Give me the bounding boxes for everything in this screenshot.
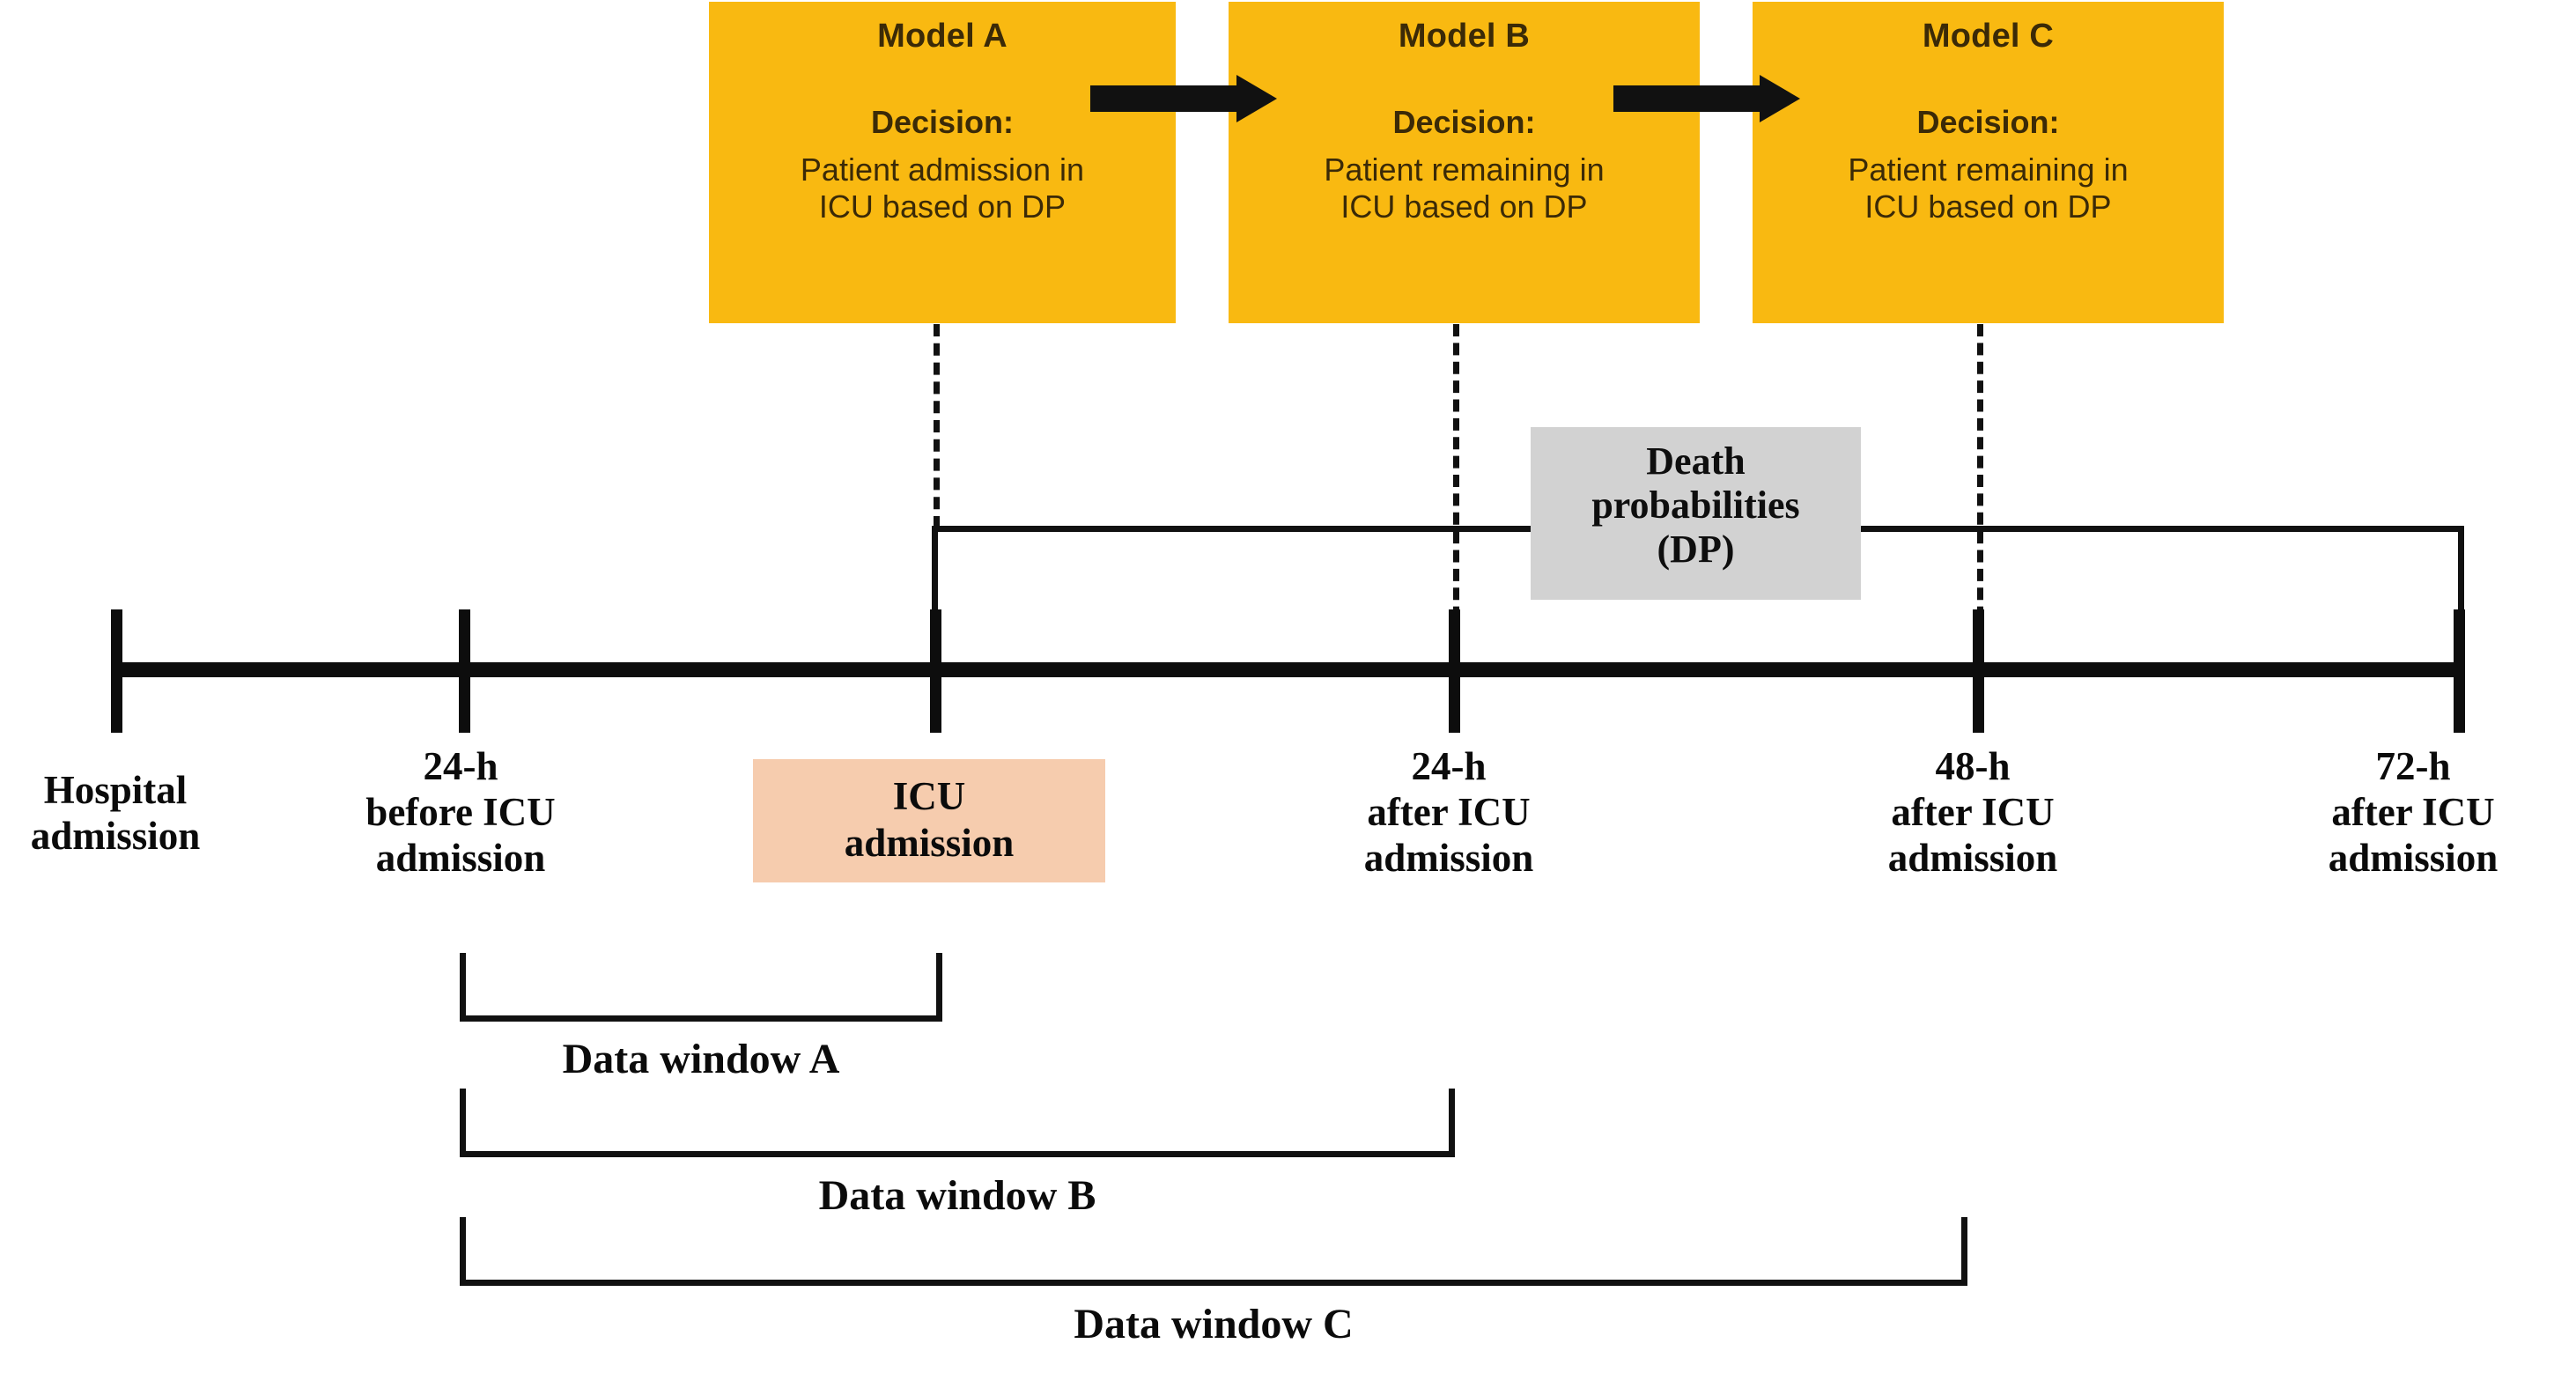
model-c-title: Model C xyxy=(1922,18,2055,55)
before-icu-line3: admission xyxy=(375,835,546,880)
model-b-title: Model B xyxy=(1398,18,1531,55)
model-b-decision-line2: ICU based on DP xyxy=(1340,188,1588,225)
timeline-tick-24h-before-icu xyxy=(459,609,470,733)
timeline-label-48h-after-icu: 48-h after ICU admission xyxy=(1810,744,2136,881)
timeline-tick-hospital-admission xyxy=(111,609,122,733)
data-window-a-bracket xyxy=(460,953,942,1022)
after-icu-72-line2: after ICU xyxy=(2331,789,2495,834)
dashed-connector-model-b xyxy=(1453,324,1459,638)
dashed-connector-model-a xyxy=(934,324,940,528)
death-probabilities-box[interactable]: Death probabilities (DP) xyxy=(1531,427,1861,600)
arrow-model-b-to-c-icon xyxy=(1613,75,1800,122)
timeline-tick-72h-after-icu xyxy=(2454,609,2465,733)
model-c-decision-line1: Patient remaining in xyxy=(1848,151,2129,188)
after-icu-24-line1: 24-h xyxy=(1411,744,1487,788)
icu-box-line2: admission xyxy=(844,820,1015,865)
before-icu-line1: 24-h xyxy=(423,744,498,788)
model-b-decision-label: Decision: xyxy=(1392,103,1536,140)
timeline-tick-48h-after-icu xyxy=(1973,609,1984,733)
icu-admission-box[interactable]: ICU admission xyxy=(753,759,1105,882)
data-window-b-label: Data window B xyxy=(818,1172,1096,1219)
timeline-label-24h-before-icu: 24-h before ICU admission xyxy=(298,744,624,881)
timeline-label-hospital-admission: Hospital admission xyxy=(0,768,231,860)
model-box-c[interactable]: Model C Decision: Patient remaining in I… xyxy=(1753,2,2224,323)
model-a-decision-label: Decision: xyxy=(870,103,1015,140)
model-c-decision-label: Decision: xyxy=(1916,103,2060,140)
model-a-title: Model A xyxy=(877,18,1008,55)
after-icu-48-line2: after ICU xyxy=(1891,789,2055,834)
model-box-a[interactable]: Model A Decision: Patient admission in I… xyxy=(709,2,1176,323)
after-icu-48-line1: 48-h xyxy=(1935,744,2011,788)
before-icu-line2: before ICU xyxy=(365,789,556,834)
after-icu-72-line1: 72-h xyxy=(2375,744,2451,788)
after-icu-48-line3: admission xyxy=(1887,835,2058,880)
dp-line-2: probabilities xyxy=(1591,484,1800,528)
after-icu-72-line3: admission xyxy=(2328,835,2498,880)
timeline-axis xyxy=(114,662,2464,677)
dp-line-3: (DP) xyxy=(1657,528,1735,572)
timeline-tick-24h-after-icu xyxy=(1449,609,1460,733)
model-c-decision-line2: ICU based on DP xyxy=(1864,188,2112,225)
model-c-decision-body: Patient remaining in ICU based on DP xyxy=(1761,151,2215,226)
model-b-decision-line1: Patient remaining in xyxy=(1324,151,1605,188)
data-window-c-label: Data window C xyxy=(1074,1301,1354,1347)
model-box-b[interactable]: Model B Decision: Patient remaining in I… xyxy=(1229,2,1700,323)
arrow-model-a-to-b-icon xyxy=(1090,75,1277,122)
dp-line-1: Death xyxy=(1646,439,1746,483)
after-icu-24-line2: after ICU xyxy=(1367,789,1531,834)
dashed-connector-model-c xyxy=(1977,324,1983,638)
hospital-admission-line1: Hospital xyxy=(43,768,188,812)
timeline-label-24h-after-icu: 24-h after ICU admission xyxy=(1286,744,1612,881)
model-b-decision-body: Patient remaining in ICU based on DP xyxy=(1237,151,1691,226)
data-window-c-bracket xyxy=(460,1217,1967,1286)
model-a-decision-line1: Patient admission in xyxy=(800,151,1085,188)
hospital-admission-line2: admission xyxy=(30,813,201,858)
after-icu-24-line3: admission xyxy=(1363,835,1534,880)
model-a-decision-line2: ICU based on DP xyxy=(818,188,1067,225)
timeline-tick-icu-admission xyxy=(930,609,941,733)
timeline-label-72h-after-icu: 72-h after ICU admission xyxy=(2250,744,2576,881)
data-window-b-bracket xyxy=(460,1089,1455,1157)
model-a-decision-body: Patient admission in ICU based on DP xyxy=(718,151,1167,226)
icu-box-line1: ICU xyxy=(892,774,966,818)
data-window-a-label: Data window A xyxy=(562,1036,840,1082)
